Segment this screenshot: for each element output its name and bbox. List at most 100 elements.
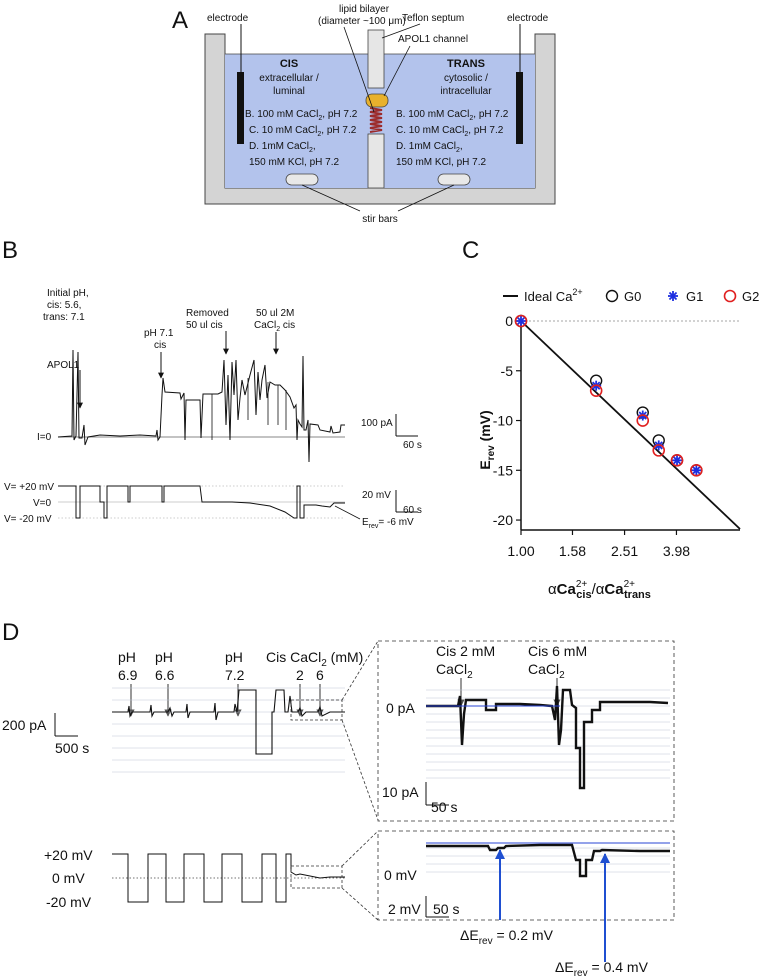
electrode-left-icon xyxy=(237,72,244,144)
voltage-trace-b xyxy=(58,485,345,519)
panel-a: A electrode electrode lipid bilayer (dia… xyxy=(172,4,556,225)
panel-label-a: A xyxy=(172,7,188,34)
annot-removed-cis: 50 ul cis xyxy=(186,320,223,331)
cis-cond-d2: 150 mM KCl, pH 7.2 xyxy=(249,157,339,168)
cis-cond-c: C. 10 mM CaCl2, pH 7.2 xyxy=(249,125,357,138)
point-g2 xyxy=(514,314,528,328)
x-tick-label: 1.58 xyxy=(559,543,586,559)
bilayer-diameter-label: (diameter ~100 μm) xyxy=(318,16,406,27)
annot-ph71: pH 7.1 xyxy=(144,328,174,339)
legend-ideal: Ideal Ca2+ xyxy=(524,287,583,304)
y-tick-label: 0 xyxy=(505,313,513,329)
x-tick-label: 3.98 xyxy=(663,543,690,559)
legend-g2: G2 xyxy=(742,289,759,304)
legend-g1-marker xyxy=(668,291,678,301)
zoom-box-voltage xyxy=(290,865,343,889)
panel-b: B Initial pH, cis: 5.6, trans: 7.1 APOL1… xyxy=(2,237,422,530)
zoom-panel-voltage xyxy=(377,830,675,921)
panel-label-d: D xyxy=(2,619,19,646)
trans-cond-c: C. 10 mM CaCl2, pH 7.2 xyxy=(396,125,504,138)
trans-cond-b: B. 100 mM CaCl2, pH 7.2 xyxy=(396,109,509,122)
trans-sub2: intracellular xyxy=(440,86,492,97)
trans-cond-d2: 150 mM KCl, pH 7.2 xyxy=(396,157,486,168)
annot-ph72-value: 7.2 xyxy=(225,667,245,683)
zoom-current-trace xyxy=(426,685,669,790)
current-trace-b xyxy=(57,349,345,463)
zoom-cis2-label: Cis 2 mM xyxy=(436,643,495,659)
scale-60s-top: 60 s xyxy=(403,440,422,451)
apol1-channel-icon xyxy=(365,93,389,108)
annot-ph71-cis: cis xyxy=(154,340,166,351)
panel-label-c: C xyxy=(462,237,479,264)
scale-200pa: 200 pA xyxy=(2,717,47,733)
bilayer-label: lipid bilayer xyxy=(339,4,390,15)
electrode-right-label: electrode xyxy=(507,13,549,24)
trans-sub1: cytosolic / xyxy=(444,73,488,84)
x-tick-label: 2.51 xyxy=(611,543,638,559)
electrode-right-icon xyxy=(516,72,523,144)
scale-50s-bottom: 50 s xyxy=(433,901,459,917)
point-g2 xyxy=(670,454,684,467)
cis-sub2: luminal xyxy=(273,86,305,97)
legend-g0-marker xyxy=(605,289,619,303)
legend-g2-marker xyxy=(723,289,737,303)
cis-title: CIS xyxy=(280,58,298,70)
y-tick-label: -10 xyxy=(493,413,513,429)
label-0mv: 0 mV xyxy=(52,870,85,886)
label-v-plus20: V= +20 mV xyxy=(4,482,54,493)
scale-10pa: 10 pA xyxy=(382,784,419,800)
septum-upper xyxy=(367,29,385,89)
scale-500s: 500 s xyxy=(55,740,89,756)
zoom-panel-current xyxy=(377,640,675,822)
zoom-box-current xyxy=(290,699,343,721)
zoom-cis6-cacl: CaCl2 xyxy=(528,661,565,681)
label-v0: V=0 xyxy=(33,498,52,509)
zoom-voltage-trace xyxy=(426,843,670,878)
annot-ph69-value: 6.9 xyxy=(118,667,138,683)
lipid-bilayer xyxy=(369,107,383,133)
x-tick-label: 1.00 xyxy=(507,543,534,559)
septum-label: Teflon septum xyxy=(402,13,464,24)
zoom-cis2-cacl: CaCl2 xyxy=(436,661,473,681)
annot-cis-ph: cis: 5.6, xyxy=(47,300,81,311)
point-g1 xyxy=(672,455,683,466)
cis-cond-d1: D. 1mM CaCl2, xyxy=(249,141,316,154)
stir-bar-left-icon xyxy=(285,173,319,186)
annot-added-cacl: CaCl2 cis xyxy=(254,320,295,333)
electrode-left-label: electrode xyxy=(207,13,249,24)
cis-sub1: extracellular / xyxy=(259,73,319,84)
annot-initial-ph: Initial pH, xyxy=(47,288,89,299)
zoom-0mv: 0 mV xyxy=(384,867,417,883)
scale-100pa: 100 pA xyxy=(361,418,393,429)
annot-removed: Removed xyxy=(186,308,229,319)
label-i0: I=0 xyxy=(37,432,52,443)
y-axis-title: Erev (mV) xyxy=(477,410,497,469)
voltage-trace-d xyxy=(112,853,345,903)
label-minus20mv: -20 mV xyxy=(46,894,92,910)
point-g2 xyxy=(589,384,603,397)
delta-erev-04: ΔErev = 0.4 mV xyxy=(555,959,649,977)
y-tick-label: -15 xyxy=(493,462,513,478)
zoom-0pa: 0 pA xyxy=(386,700,415,716)
annot-ph66: pH xyxy=(155,649,173,665)
point-g2 xyxy=(690,463,703,477)
label-plus20mv: +20 mV xyxy=(44,847,93,863)
label-v-minus20: V= -20 mV xyxy=(4,514,52,525)
panel-label-b: B xyxy=(2,237,18,264)
point-g2 xyxy=(636,414,650,427)
scale-50s-top: 50 s xyxy=(431,799,457,815)
current-trace-d xyxy=(112,689,345,755)
annot-trans-ph: trans: 7.1 xyxy=(43,312,85,323)
channel-label: APOL1 channel xyxy=(398,34,468,45)
legend-g1: G1 xyxy=(686,289,703,304)
annot-added: 50 ul 2M xyxy=(256,308,294,319)
y-tick-label: -20 xyxy=(493,512,513,528)
erev-annotation: Erev= -6 mV xyxy=(362,517,414,530)
point-g2 xyxy=(652,444,666,457)
trans-cond-d1: D. 1mM CaCl2, xyxy=(396,141,463,154)
annot-ph72: pH xyxy=(225,649,243,665)
cis-cond-b: B. 100 mM CaCl2, pH 7.2 xyxy=(245,109,358,122)
legend-star xyxy=(668,291,678,301)
